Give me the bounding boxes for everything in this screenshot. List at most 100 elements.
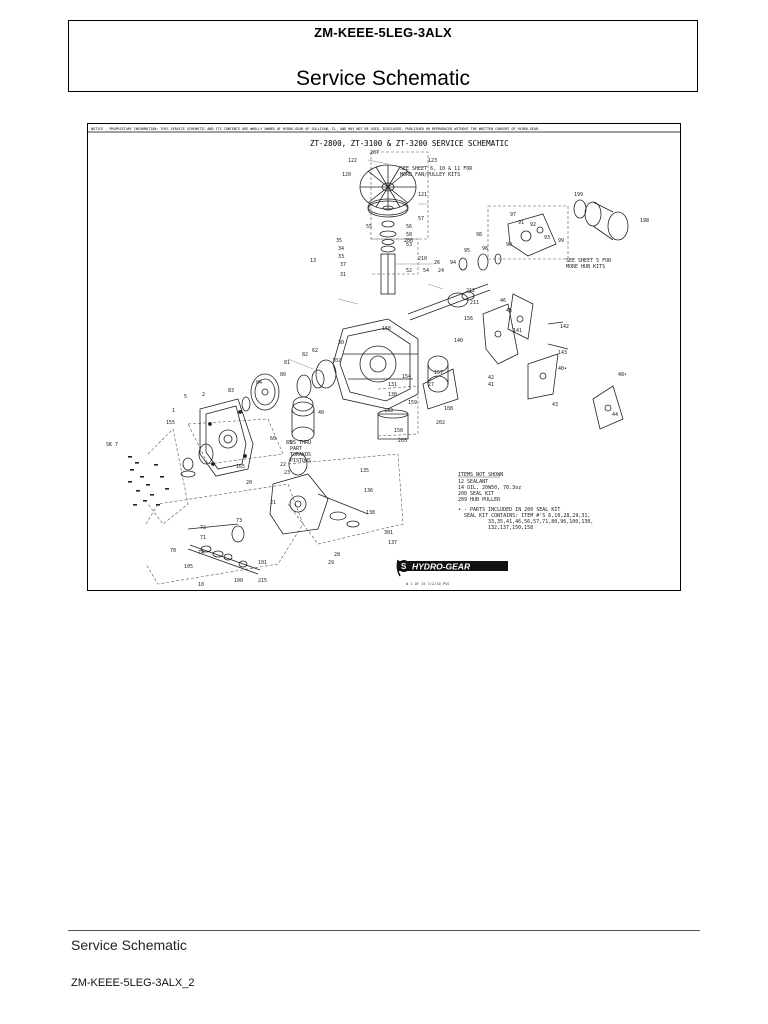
label-48-star: 48• — [618, 372, 627, 378]
footer-page-id: ZM-KEEE-5LEG-3ALX_2 — [71, 977, 195, 989]
label-43: 43 — [552, 402, 558, 408]
footer-title: Service Schematic — [71, 937, 187, 953]
label-102: 102 — [332, 358, 341, 364]
label-215: 215 — [258, 578, 267, 584]
label-42: 42 — [488, 375, 494, 381]
parts-note-line: 33,35,41,46,56,57,71,80,96,100,130, — [488, 519, 593, 525]
note-piston-line4: PISTONS — [290, 458, 311, 464]
label-131: 131 — [388, 382, 397, 388]
label-136: 136 — [364, 488, 373, 494]
label-81: 81 — [284, 360, 290, 366]
label-93: 93 — [544, 235, 550, 241]
label-73: 73 — [236, 518, 242, 524]
label-85: 85 — [286, 440, 292, 446]
document-header: ZM-KEEE-5LEG-3ALX Service Schematic — [68, 20, 698, 92]
label-40: 40 — [318, 410, 324, 416]
label-52: 52 — [406, 268, 412, 274]
label-13: 13 — [310, 258, 316, 264]
label-58: 58 — [406, 232, 412, 238]
label-28: 28 — [334, 552, 340, 558]
label-40-star: 40• — [558, 366, 567, 372]
hydro-gear-logo: S HYDRO-GEAR # 1 OF 15 7/2/10 PSS — [396, 559, 508, 586]
label-54: 54 — [423, 268, 429, 274]
label-24: 24 — [438, 268, 444, 274]
label-70: 70 — [170, 548, 176, 554]
label-72: 72 — [200, 525, 206, 531]
label-156: 156 — [464, 316, 473, 322]
label-95: 95 — [464, 248, 470, 254]
label-53: 53 — [406, 242, 412, 248]
label-121: 121 — [418, 192, 427, 198]
label-212: 212 — [466, 288, 475, 294]
side-cover — [199, 398, 254, 477]
document-code: ZM-KEEE-5LEG-3ALX — [314, 25, 452, 40]
proprietary-notice: NOTICE - PROPRIETARY INFORMATION: THIS S… — [91, 127, 540, 131]
label-83: 83 — [228, 388, 234, 394]
label-97: 97 — [510, 212, 516, 218]
label-160: 160 — [382, 326, 391, 332]
label-200: 200 — [404, 238, 413, 244]
label-57: 57 — [418, 216, 424, 222]
label-165: 165 — [236, 464, 245, 470]
label-211: 211 — [470, 300, 479, 306]
label-141: 141 — [513, 328, 522, 334]
label-91: 91 — [518, 220, 524, 226]
label-41: 41 — [488, 382, 494, 388]
footer-page-code: ZM-KEEE-5LEG-3ALX — [71, 977, 183, 989]
label-62: 62 — [312, 348, 318, 354]
note-piston-line1: 85 THRU — [290, 440, 311, 446]
parts-note-line: 132,137,150,158 — [488, 525, 533, 531]
label-101: 101 — [258, 560, 267, 566]
label-23: 23 — [284, 470, 290, 476]
items-not-shown-line: 209 HUB PULLER — [458, 497, 501, 503]
label-10: 10 — [198, 582, 204, 588]
label-120: 120 — [342, 172, 351, 178]
label-159: 159 — [408, 400, 417, 406]
label-155: 155 — [166, 420, 175, 426]
label-71: 71 — [200, 535, 206, 541]
label-90: 90 — [506, 242, 512, 248]
label-130: 130 — [388, 392, 397, 398]
note-fan-line1: SEE SHEET 6, 10 & 11 FOR — [400, 166, 473, 172]
parts-note-line: • - PARTS INCLUDED IN 200 SEAL KIT — [458, 507, 560, 513]
footer-divider — [68, 930, 700, 931]
label-56: 56 — [406, 224, 412, 230]
label-143: 143 — [558, 350, 567, 356]
service-schematic-drawing: NOTICE - PROPRIETARY INFORMATION: THIS S… — [87, 123, 681, 591]
label-198: 198 — [640, 218, 649, 224]
label-31: 31 — [340, 272, 346, 278]
label-105: 105 — [184, 564, 193, 570]
label-157: 157 — [434, 370, 443, 376]
note-hub-line1: SEE SHEET 5 FOR — [566, 258, 612, 264]
label-84: 84 — [256, 380, 262, 386]
label-21: 21 — [270, 500, 276, 506]
items-not-shown-line: 200 SEAL KIT — [458, 491, 494, 497]
brand-name: HYDRO-GEAR — [412, 562, 471, 572]
label-22: 22 — [280, 462, 286, 468]
parts-note-line: SEAL KIT CONTAINS: ITEM #'S 6,10,28,29,3… — [464, 513, 590, 519]
label-140: 140 — [454, 338, 463, 344]
label-301: 301 — [384, 530, 393, 536]
label-137: 137 — [388, 540, 397, 546]
label-98: 98 — [476, 232, 482, 238]
label-82: 82 — [302, 352, 308, 358]
label-96: 96 — [482, 246, 488, 252]
label-92: 92 — [530, 222, 536, 228]
label-94: 94 — [450, 260, 456, 266]
label-27: 27 — [428, 382, 434, 388]
label-142: 142 — [560, 324, 569, 330]
label-123: 123 — [428, 158, 437, 164]
label-207: 207 — [370, 150, 379, 156]
items-not-shown-line: 12 SEALANT — [458, 479, 488, 485]
label-34: 34 — [338, 246, 344, 252]
label-133: 133 — [384, 408, 393, 414]
label-2: 2 — [202, 392, 205, 398]
items-not-shown-line: 14 OIL, 20W50, 70.3oz — [458, 485, 521, 491]
label-45: 45 — [506, 308, 512, 314]
label-44: 44 — [612, 412, 618, 418]
label-122: 122 — [348, 158, 357, 164]
label-46: 46 — [500, 298, 506, 304]
label-29: 29 — [328, 560, 334, 566]
label-1: 1 — [172, 408, 175, 414]
label-199: 199 — [574, 192, 583, 198]
